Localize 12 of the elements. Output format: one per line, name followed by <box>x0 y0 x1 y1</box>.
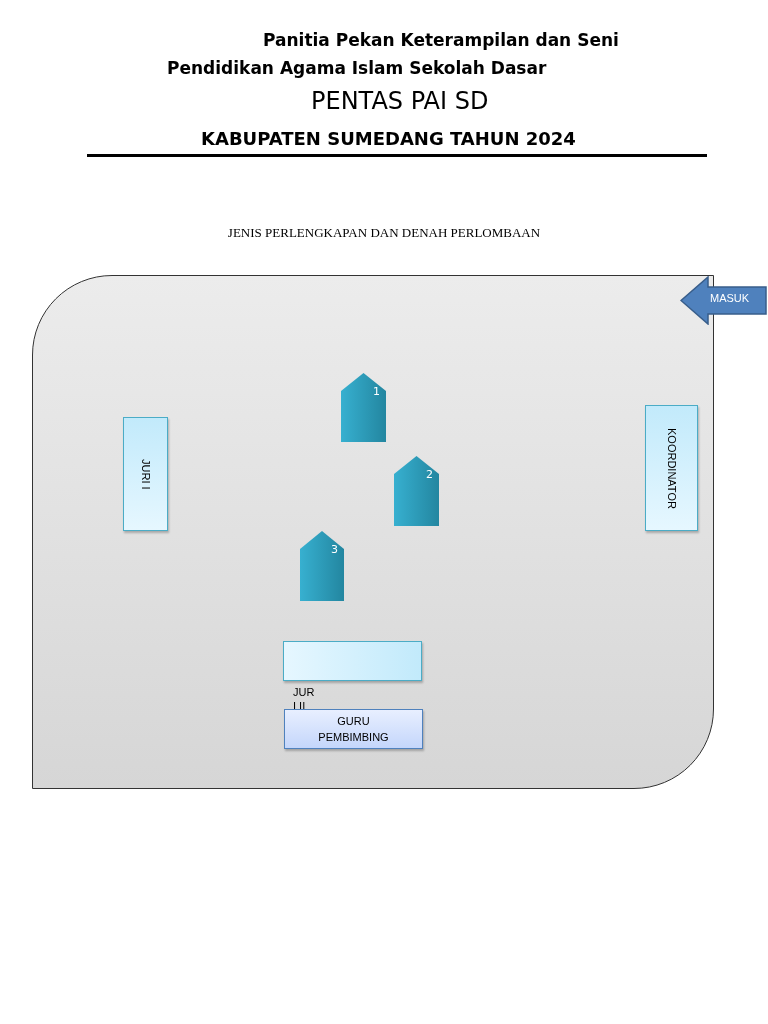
table-marker: 2 <box>394 456 439 526</box>
judge-table: KOORDINATOR <box>645 405 698 531</box>
teacher-table: GURU PEMBIMBING <box>284 709 423 749</box>
table-marker: 1 <box>341 373 386 442</box>
event-title: PENTAS PAI SD <box>311 87 489 115</box>
entrance-arrow: MASUK <box>680 276 767 325</box>
page-title: JENIS PERLENGKAPAN DAN DENAH PERLOMBAAN <box>226 225 542 241</box>
table-marker: 3 <box>300 531 344 601</box>
header-text: Pendidikan Agama Islam Sekolah Dasar <box>167 58 547 78</box>
header-text: KABUPATEN SUMEDANG TAHUN 2024 <box>201 128 576 149</box>
judge-table: JURI I <box>123 417 168 531</box>
header-text: Panitia Pekan Keterampilan dan Seni <box>263 30 619 50</box>
